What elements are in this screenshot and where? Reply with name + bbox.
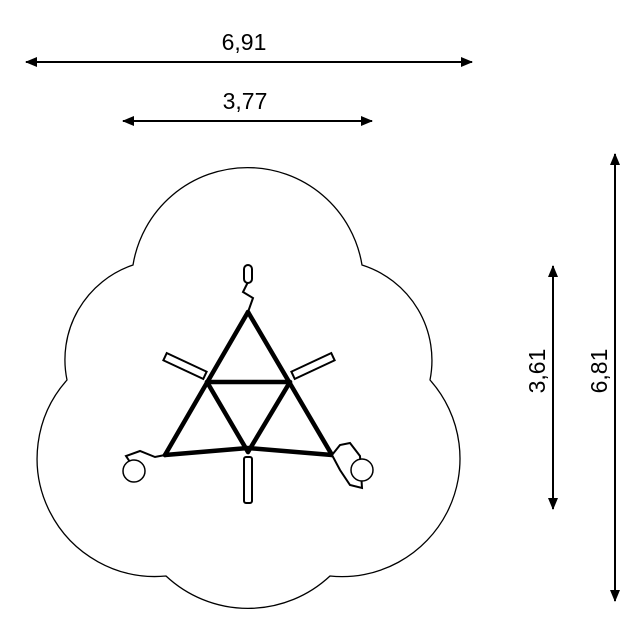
dimension-label: 3,77 bbox=[223, 88, 268, 114]
dimension-label: 3,61 bbox=[524, 349, 550, 394]
dimension-label: 6,81 bbox=[586, 349, 612, 394]
arm-bottom bbox=[243, 456, 253, 504]
star-frame bbox=[162, 309, 335, 458]
safety-zone-outline bbox=[36, 167, 461, 610]
dimension-equipment-width: 3,77 bbox=[122, 88, 373, 126]
dimension-label: 6,91 bbox=[222, 29, 267, 55]
dimension-equipment-depth: 3,61 bbox=[524, 265, 558, 510]
arm-right bbox=[290, 351, 336, 381]
seat-right bbox=[330, 441, 374, 490]
dimension-overall-depth: 6,81 bbox=[586, 153, 620, 602]
seat-left bbox=[122, 449, 166, 483]
dimension-overall-width: 6,91 bbox=[25, 29, 473, 67]
arm-left bbox=[162, 351, 208, 381]
arm-top bbox=[241, 264, 255, 313]
